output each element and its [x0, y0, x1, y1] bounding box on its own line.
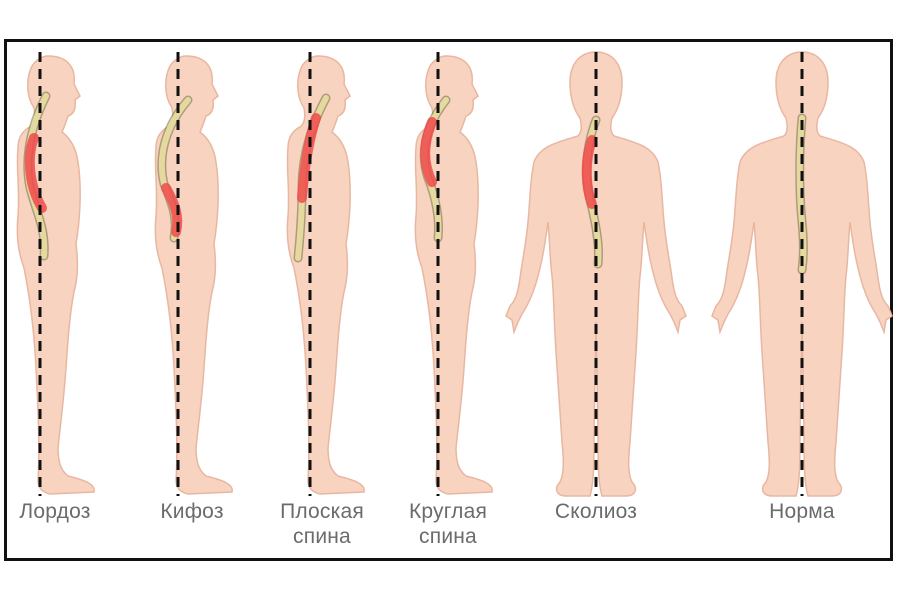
figure-lordosis	[16, 55, 95, 495]
spine	[796, 115, 807, 273]
curvature-highlight	[581, 135, 597, 209]
label-line: спина	[293, 525, 351, 548]
body-silhouette	[286, 55, 365, 495]
figure-flat-back	[286, 55, 365, 495]
curvature-highlight	[24, 133, 47, 213]
label-line: Кифоз	[160, 500, 224, 523]
label-kyphosis: Кифоз	[117, 499, 267, 524]
label-line: Круглая	[408, 500, 488, 523]
figure-scoliosis	[505, 51, 687, 497]
figure-kyphosis	[154, 55, 233, 495]
label-line: Лордоз	[19, 500, 91, 523]
body-silhouette	[154, 55, 233, 495]
figure-round-back	[414, 55, 493, 495]
curvature-highlight	[297, 113, 321, 203]
label-lordosis: Лордоз	[0, 499, 130, 524]
label-normal: Норма	[727, 499, 877, 524]
label-line: спина	[419, 525, 477, 548]
label-line: Сколиоз	[554, 500, 638, 523]
label-line: Плоская	[280, 500, 364, 523]
figure-normal	[711, 51, 893, 497]
body-silhouette	[16, 55, 95, 495]
label-line: Норма	[769, 500, 835, 523]
curvature-highlight	[420, 117, 437, 187]
label-scoliosis: Сколиоз	[521, 499, 671, 524]
